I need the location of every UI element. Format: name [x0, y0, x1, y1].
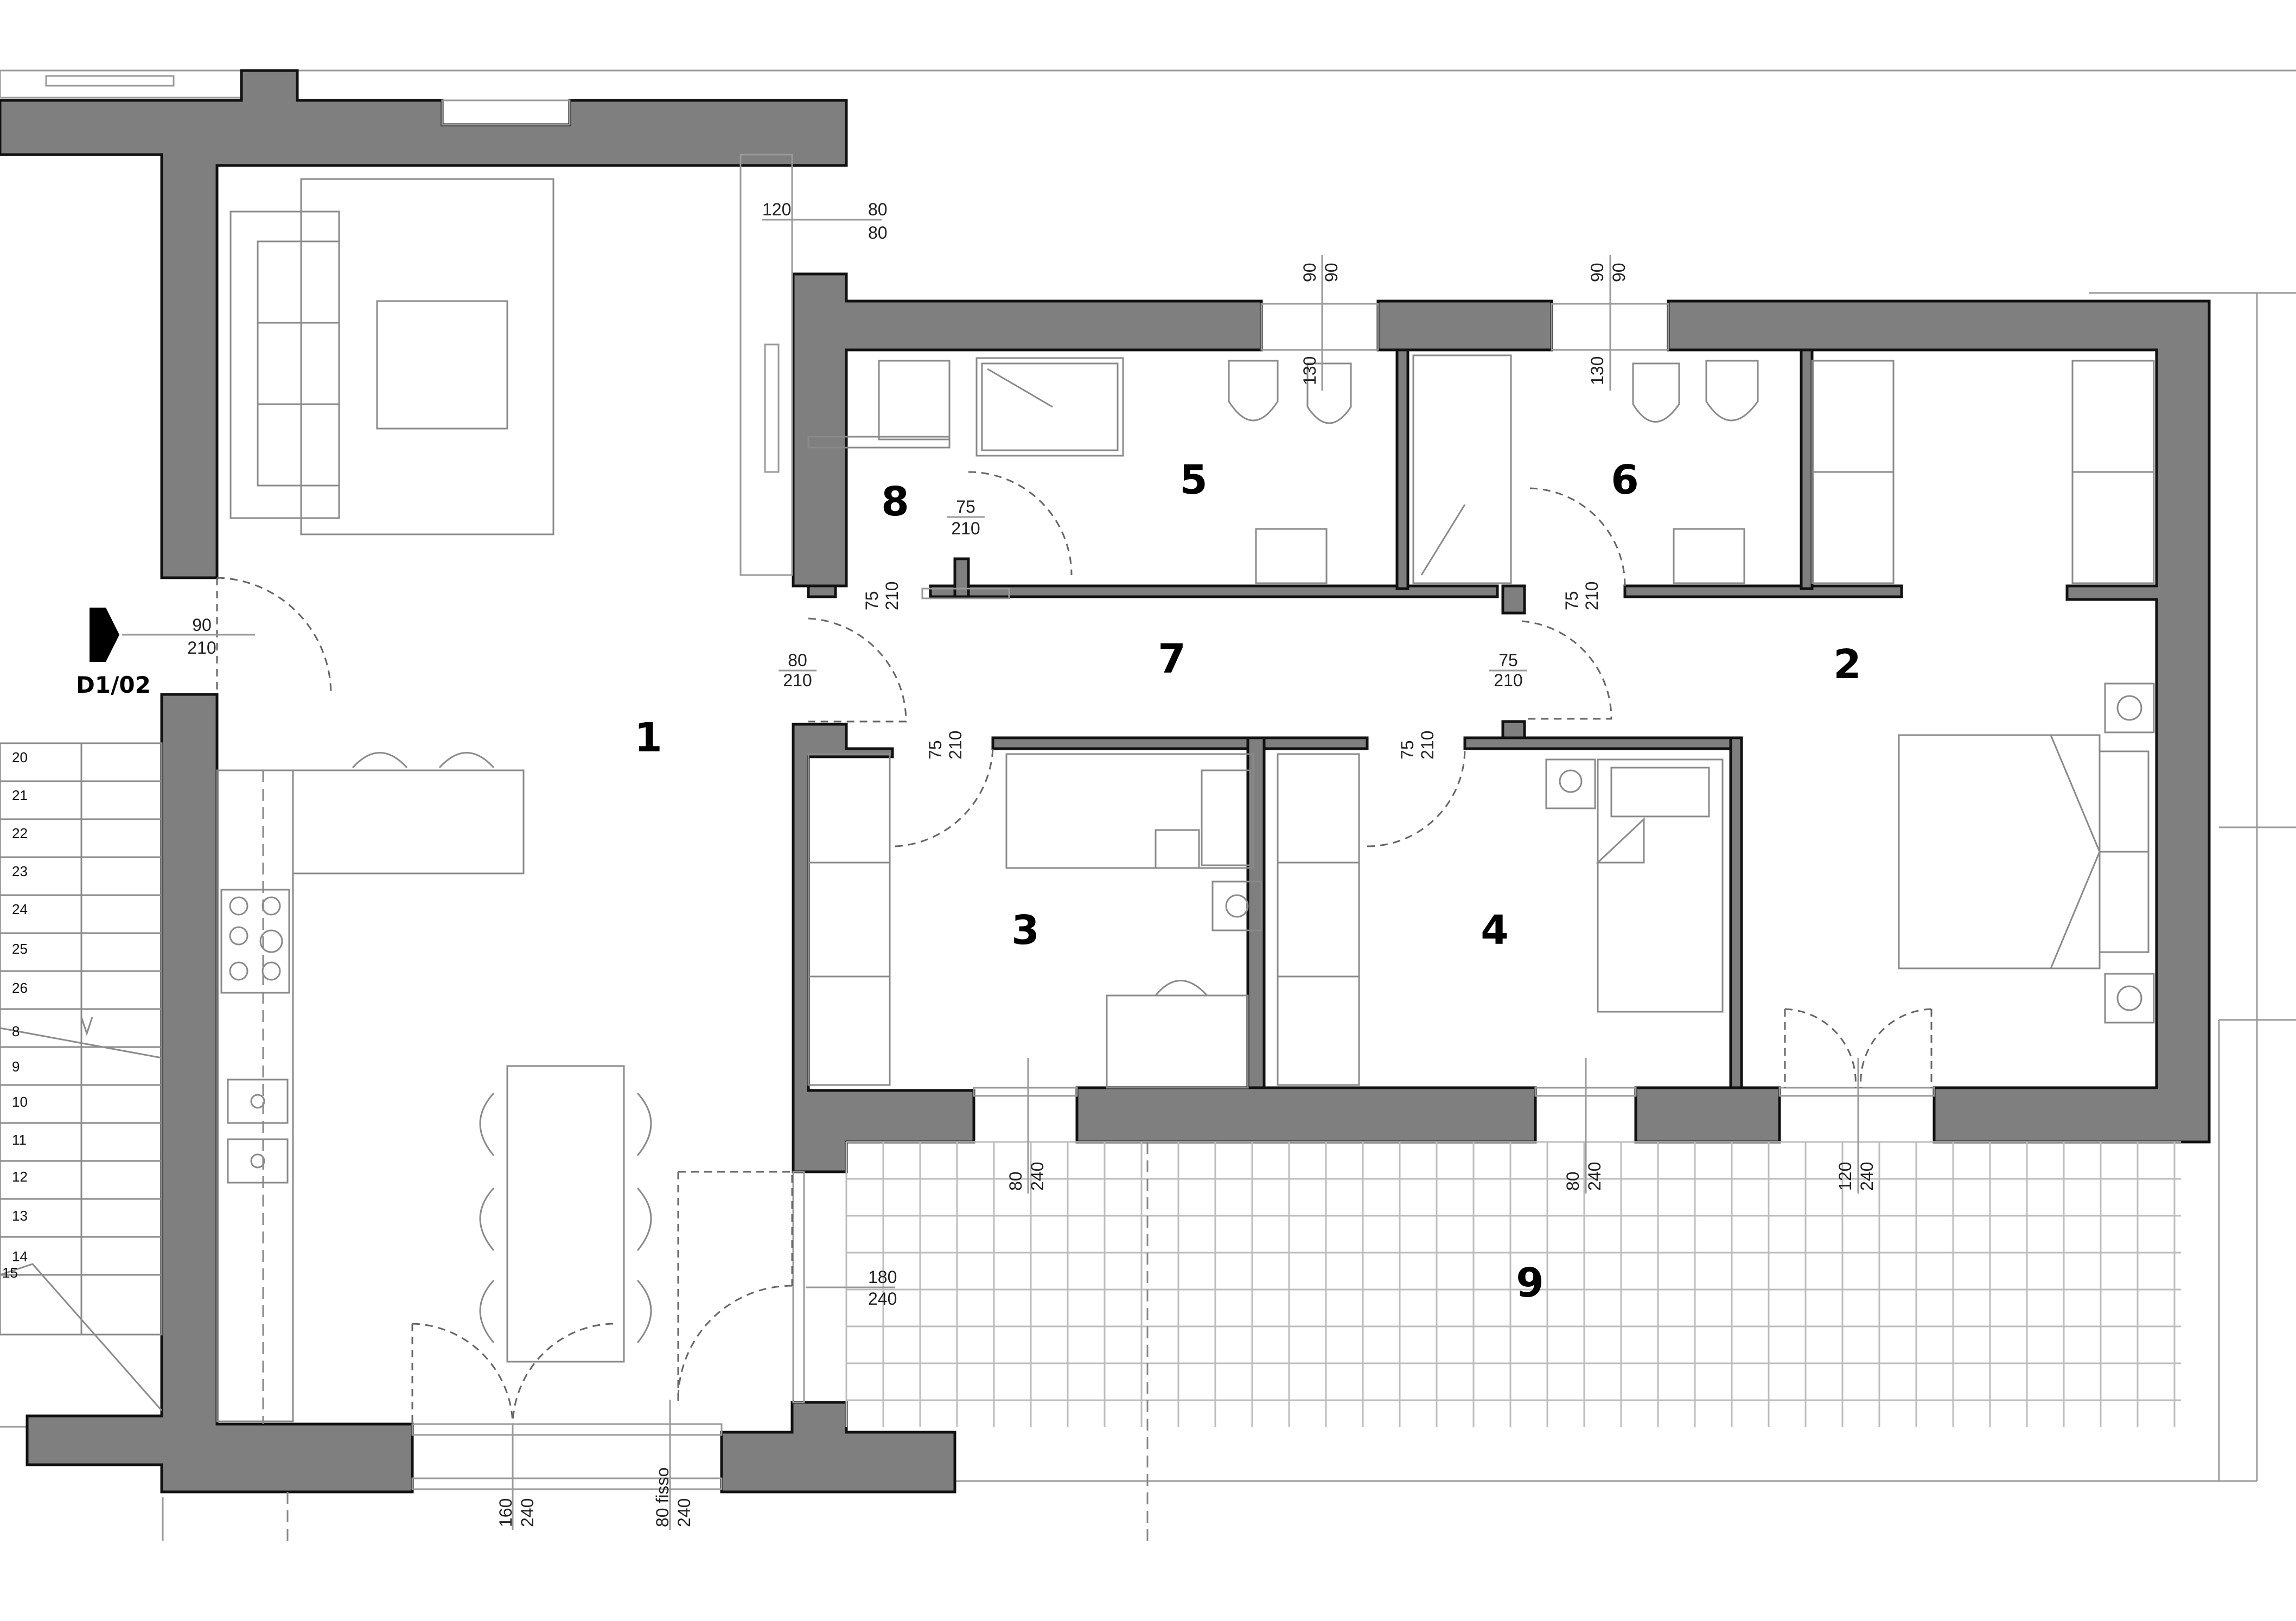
- room-9: 9: [1516, 1260, 1544, 1306]
- dim-fixed-h: 240: [674, 1498, 694, 1527]
- dim-bath6-w1: 90: [1587, 263, 1607, 282]
- dim-bath6-h: 130: [1587, 356, 1607, 385]
- dim-corr-door6-h: 210: [1582, 582, 1602, 610]
- step-15: 15: [2, 1265, 18, 1281]
- step-12: 12: [12, 1169, 28, 1185]
- room-4: 4: [1481, 907, 1509, 954]
- step-8: 8: [12, 1023, 20, 1039]
- dim-room4-door-h: 210: [1418, 731, 1437, 760]
- step-25: 25: [12, 941, 28, 957]
- room-1: 1: [634, 714, 662, 761]
- dim-bath5-w2: 90: [1322, 263, 1341, 282]
- dim-room4-door-w: 75: [1398, 740, 1417, 760]
- room-7: 7: [1158, 636, 1186, 682]
- room-2: 2: [1833, 641, 1861, 688]
- dim-room8-door-h: 210: [951, 519, 980, 538]
- furniture: [216, 178, 2155, 1422]
- dim-bath5-h: 130: [1300, 356, 1319, 385]
- step-10: 10: [12, 1094, 28, 1110]
- dimension-labels: 120 80 80 90 210 75 210 80 210 75 210 18…: [187, 200, 1527, 1309]
- staircase: [0, 742, 163, 1411]
- dim-room3-door-w: 75: [926, 740, 945, 760]
- dim-fixed-w: 80 fisso: [653, 1467, 672, 1527]
- section-marker: D1/02: [76, 672, 151, 698]
- dim-240-door1: 240: [868, 1289, 897, 1309]
- dim-room3-door-h: 210: [946, 731, 965, 760]
- dim-room2-door-w: 75: [1498, 650, 1518, 670]
- dim-corr-door8-w: 75: [862, 591, 882, 610]
- dim-room4-window-w: 80: [1563, 1171, 1583, 1191]
- dim-room3-window-h: 240: [1028, 1162, 1047, 1191]
- dim-80-a: 80: [868, 200, 888, 219]
- dim-80-door-h: 210: [783, 671, 812, 690]
- room-5: 5: [1179, 457, 1208, 503]
- step-26: 26: [12, 980, 28, 996]
- step-21: 21: [12, 787, 28, 803]
- dim-bath6-w2: 90: [1609, 263, 1629, 282]
- outline-lines: [0, 69, 2296, 1541]
- dim-kitchen-door-w: 160: [496, 1498, 515, 1527]
- dim-80-b: 80: [868, 223, 888, 242]
- dim-room8-door-w: 75: [956, 497, 975, 516]
- dim-room2-window-h: 240: [1857, 1162, 1877, 1191]
- stair-step-labels: 20 21 22 23 24 25 26 8 9 10 11 12 13 14 …: [2, 749, 28, 1281]
- dim-room3-window-w: 80: [1006, 1171, 1025, 1191]
- dim-corr-door6-w: 75: [1562, 591, 1581, 610]
- dim-80-door-w: 80: [788, 650, 807, 670]
- step-23: 23: [12, 863, 28, 879]
- dimension-labels-vertical: 90 90 130 90 90 130 75 210 75 210 75 210…: [496, 255, 1877, 1530]
- room-6: 6: [1611, 457, 1639, 503]
- terrace-tile-grid: [845, 1141, 2181, 1427]
- dim-90: 90: [192, 615, 212, 635]
- step-13: 13: [12, 1208, 28, 1224]
- step-11: 11: [12, 1132, 27, 1148]
- dim-room2-door-h: 210: [1494, 671, 1522, 690]
- dim-210: 210: [187, 638, 216, 658]
- room-labels: 1 2 3 4 5 6 7 8 9: [634, 457, 1861, 1306]
- dim-corr-door8-h: 210: [882, 582, 902, 610]
- room-3: 3: [1011, 907, 1039, 954]
- step-22: 22: [12, 825, 28, 841]
- step-20: 20: [12, 749, 28, 765]
- dim-bath5-w1: 90: [1300, 263, 1319, 282]
- dim-kitchen-door-h: 240: [518, 1498, 537, 1527]
- dim-120: 120: [762, 200, 791, 219]
- dim-room2-window-w: 120: [1835, 1162, 1855, 1191]
- dim-180: 180: [868, 1267, 897, 1287]
- reference-lines: [262, 770, 1149, 1541]
- step-24: 24: [12, 901, 28, 917]
- step-9: 9: [12, 1058, 20, 1075]
- walls: [0, 69, 2211, 1494]
- section-arrow-icon: [90, 608, 119, 662]
- door-swings: [216, 471, 1933, 1425]
- dim-room4-window-h: 240: [1585, 1162, 1604, 1191]
- step-14: 14: [12, 1248, 28, 1265]
- room-8: 8: [881, 478, 909, 525]
